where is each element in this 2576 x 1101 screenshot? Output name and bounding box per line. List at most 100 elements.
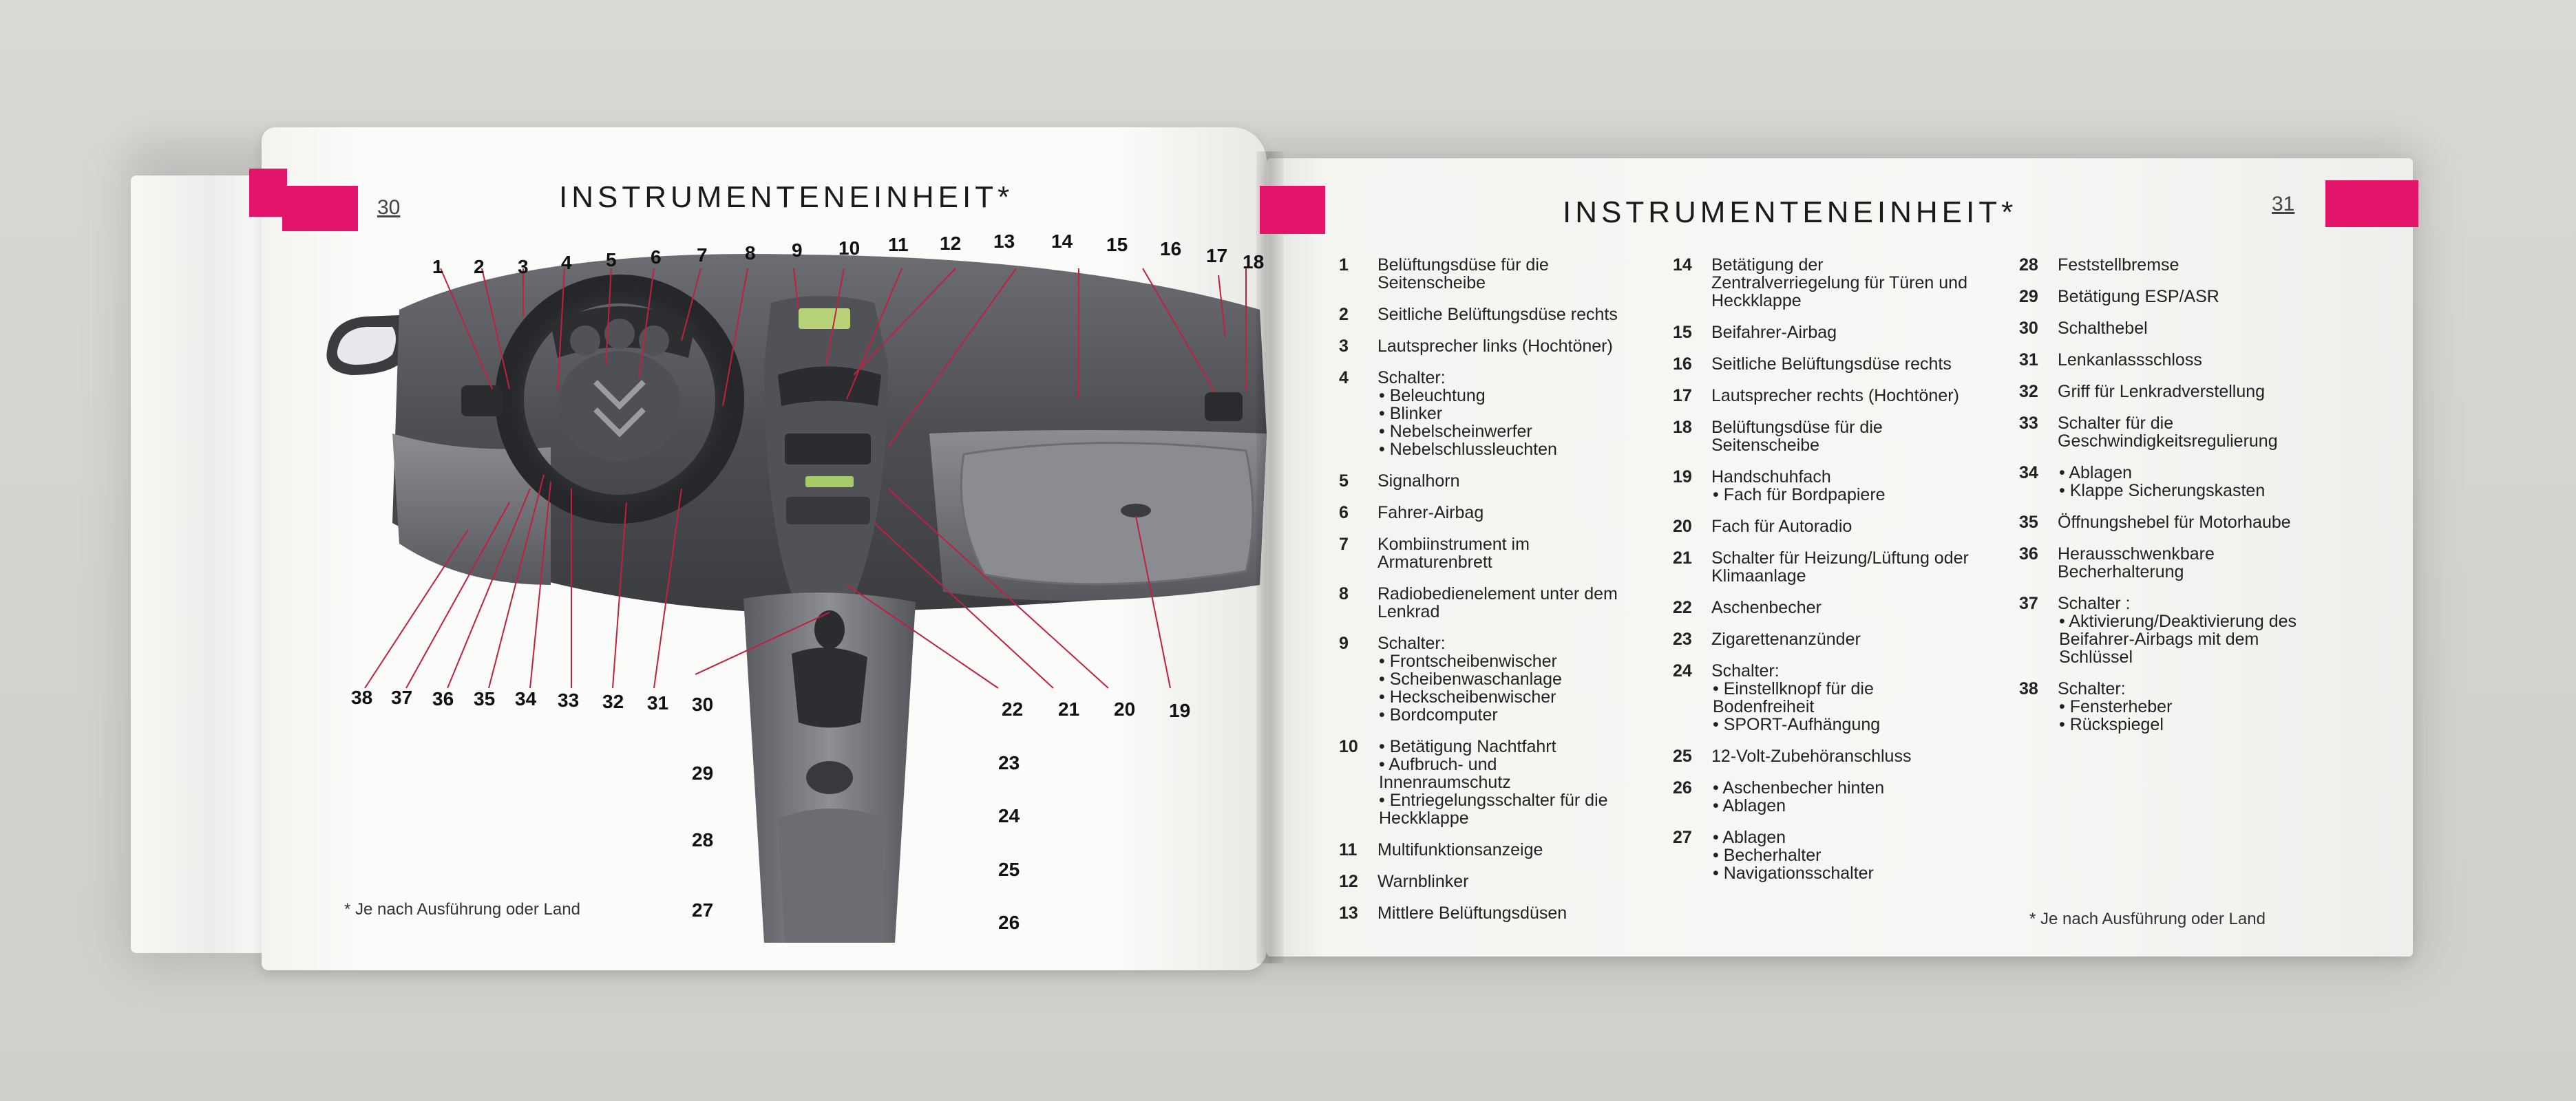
legend-item-bullet: Einstellknopf für die Bodenfreiheit [1711, 680, 1976, 716]
legend-item-10: 10Betätigung NachtfahrtAufbruch- und Inn… [1339, 738, 1628, 827]
legend-item-text: Öffnungshebel für Motorhaube [2058, 513, 2291, 532]
legend-item-bullet: Scheibenwaschanlage [1377, 670, 1628, 688]
legend-item-bullet: Heckscheibenwischer [1377, 688, 1628, 706]
callout-36: 36 [432, 688, 454, 709]
right-side-vent [1205, 392, 1243, 421]
legend-item-text: 12-Volt-Zubehöranschluss [1711, 747, 1912, 766]
callout-29: 29 [692, 762, 714, 784]
left-page-title: INSTRUMENTENEINHEIT* [559, 180, 1014, 214]
legend-item-text: Fach für Autoradio [1711, 517, 1852, 536]
callout-8: 8 [745, 242, 756, 264]
legend-item-text: Lautsprecher rechts (Hochtöner) [1711, 386, 1959, 405]
callout-12: 12 [940, 233, 962, 254]
legend-item-number: 29 [2019, 287, 2038, 306]
callout-32: 32 [602, 691, 624, 712]
callout-26: 26 [998, 912, 1020, 933]
left-page-number: 30 [377, 196, 401, 219]
legend-item-text: Belüftungsdüse für die Seitenscheibe [1377, 255, 1549, 292]
legend-item-number: 4 [1339, 368, 1349, 387]
legend-item-number: 10 [1339, 737, 1358, 756]
legend-item-number: 14 [1673, 255, 1692, 275]
legend-item-text: Herausschwenkbare Becherhalterung [2058, 544, 2215, 581]
glovebox-handle [1121, 504, 1151, 517]
legend-item-body: Betätigung der Zentralverriegelung für T… [1711, 256, 1976, 310]
legend-item-bullet: Ablagen [1711, 797, 1976, 815]
legend-item-text: Multifunktionsanzeige [1377, 840, 1543, 859]
callout-15: 15 [1106, 234, 1128, 255]
legend-item-body: Belüftungsdüse für die Seitenscheibe [1377, 256, 1628, 292]
callout-20: 20 [1114, 698, 1136, 720]
legend-item-body: Schalter für Heizung/Lüftung oder Klimaa… [1711, 549, 1976, 585]
callout-27: 27 [692, 899, 714, 921]
legend-item-text: Lautsprecher links (Hochtöner) [1377, 336, 1613, 356]
legend-item-37: 37 Schalter :Aktivierung/Deaktivierung de… [2019, 595, 2329, 666]
legend-item-bullet: Aschenbecher hinten [1711, 779, 1976, 797]
right-page-footnote: * Je nach Ausführung oder Land [2029, 910, 2266, 928]
left-side-vent [461, 385, 503, 416]
legend-item-number: 19 [1673, 467, 1692, 487]
glovebox [960, 442, 1254, 586]
callout-9: 9 [792, 239, 803, 261]
legend-item-body: Schalter :Aktivierung/Deaktivierung des … [2058, 595, 2329, 666]
legend-item-number: 36 [2019, 544, 2038, 564]
radio-unit [785, 434, 871, 464]
legend-item-text: Betätigung der Zentralverriegelung für T… [1711, 255, 1967, 310]
legend-column-2: 14 Betätigung der Zentralverriegelung für… [1673, 256, 1976, 896]
legend-item-body: Schalter:Einstellknopf für die Bodenfrei… [1711, 662, 1976, 734]
callout-16: 16 [1160, 238, 1182, 259]
legend-item-number: 5 [1339, 471, 1349, 491]
legend-item-number: 37 [2019, 594, 2038, 613]
legend-item-body: Radiobedienelement unter dem Lenkrad [1377, 585, 1628, 621]
legend-item-30: 30 Schalthebel [2019, 319, 2329, 337]
legend-item-bullet: Ablagen [1711, 829, 1976, 846]
right-page-number: 31 [2272, 193, 2295, 215]
legend-item-number: 8 [1339, 584, 1349, 603]
callout-24: 24 [998, 805, 1020, 826]
legend-item-number: 35 [2019, 513, 2038, 532]
legend-item-bullet: Ablagen [2058, 464, 2329, 482]
legend-item-9: 9Schalter:FrontscheibenwischerScheibenwa… [1339, 634, 1628, 724]
legend-item-number: 20 [1673, 517, 1692, 536]
center-vents [778, 366, 881, 406]
legend-item-body: Lenkanlassschloss [2058, 351, 2329, 369]
legend-item-bullet: SPORT-Aufhängung [1711, 716, 1976, 734]
legend-item-body: Schalthebel [2058, 319, 2329, 337]
legend-item-body: Seitliche Belüftungsdüse rechts [1377, 306, 1628, 323]
callout-25: 25 [998, 859, 1020, 880]
dashboard-illustration [326, 254, 1267, 943]
legend-item-text: Beifahrer-Airbag [1711, 323, 1837, 342]
legend-item-bullet: Becherhalter [1711, 846, 1976, 864]
legend-item-number: 28 [2019, 255, 2038, 275]
callout-17: 17 [1206, 245, 1228, 266]
legend-item-number: 38 [2019, 679, 2038, 698]
legend-item-8: 8 Radiobedienelement unter dem Lenkrad [1339, 585, 1628, 621]
legend-item-body: Lautsprecher rechts (Hochtöner) [1711, 387, 1976, 405]
left-page-footnote: * Je nach Ausführung oder Land [344, 900, 580, 919]
legend-item-bullet: Navigationsschalter [1711, 864, 1976, 882]
legend-item-number: 31 [2019, 350, 2038, 370]
legend-item-31: 31 Lenkanlassschloss [2019, 351, 2329, 369]
legend-item-number: 21 [1673, 548, 1692, 568]
legend-item-text: Schalter: [2058, 679, 2126, 698]
callout-lines [364, 268, 1247, 689]
legend-item-number: 30 [2019, 319, 2038, 338]
legend-item-bullet: Bordcomputer [1377, 706, 1628, 724]
legend-item-body: Lautsprecher links (Hochtöner) [1377, 337, 1628, 355]
legend-item-body: Schalter für die Geschwindigkeitsregulie… [2058, 414, 2329, 450]
legend-item-text: Mittlere Belüftungsdüsen [1377, 904, 1567, 923]
legend-item-number: 23 [1673, 630, 1692, 649]
legend-item-text: Seitliche Belüftungsdüse rechts [1711, 354, 1952, 374]
legend-item-bullet: Fach für Bordpapiere [1711, 486, 1976, 504]
